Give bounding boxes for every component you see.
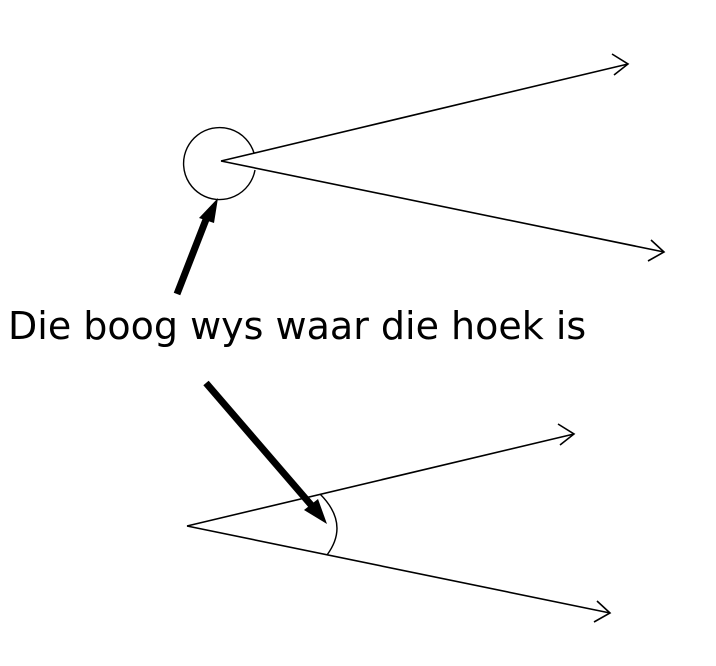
caption-text: Die boog wys waar die hoek is [8, 304, 587, 348]
pointer-up-arrow [173, 198, 218, 296]
bottom-upper-ray [186, 433, 575, 527]
pointer-down-arrow [203, 380, 327, 524]
top-angle [182, 53, 666, 262]
top-reflex-arc [182, 126, 256, 201]
bottom-angle-arc [319, 493, 338, 556]
top-upper-arrowhead [611, 53, 630, 76]
top-lower-ray [220, 160, 665, 253]
bottom-angle [186, 423, 612, 623]
bottom-lower-arrowhead [593, 600, 612, 623]
top-lower-arrowhead [647, 239, 666, 262]
top-upper-ray [220, 63, 629, 162]
bottom-lower-ray [186, 525, 611, 614]
bottom-upper-arrowhead [557, 423, 576, 446]
